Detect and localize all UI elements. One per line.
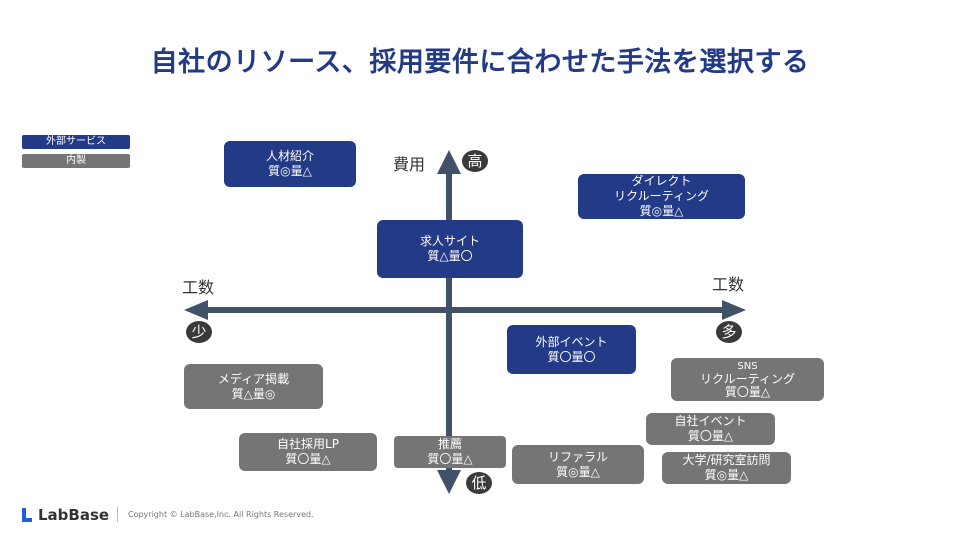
node-suisen: 推薦 質〇量△ <box>394 436 506 468</box>
node-rating: 質〇量△ <box>427 452 473 466</box>
node-title: 自社採用LP <box>277 437 339 451</box>
node-title: 人材紹介 <box>265 149 314 163</box>
labbase-logo-icon <box>22 508 32 522</box>
node-title: 自社イベント <box>674 414 747 428</box>
badge-few: 少 <box>186 321 212 343</box>
node-subtitle: リクルーティング <box>700 372 795 386</box>
node-rating: 質◎量△ <box>639 204 684 218</box>
node-rating: 質〇量〇 <box>547 349 596 364</box>
node-title: リファラル <box>547 449 608 464</box>
node-direct-recruiting: ダイレクト リクルーティング 質◎量△ <box>578 174 745 219</box>
page-title: 自社のリソース、採用要件に合わせた手法を選択する <box>150 47 810 78</box>
node-jisha-event: 自社イベント 質〇量△ <box>646 413 775 445</box>
vertical-axis <box>446 172 452 474</box>
node-jisha-lp: 自社採用LP 質〇量△ <box>239 433 377 471</box>
vertical-axis-label: 費用 <box>393 155 426 174</box>
node-rating: 質〇量△ <box>724 385 771 399</box>
node-title: 求人サイト <box>419 234 480 248</box>
horizontal-axis <box>205 307 727 313</box>
node-rating: 質◎量△ <box>704 468 749 482</box>
node-referral: リファラル 質◎量△ <box>512 445 644 484</box>
horizontal-axis-label-left: 工数 <box>182 278 215 297</box>
node-rating: 質△量〇 <box>427 249 473 263</box>
node-rating: 質◎量△ <box>556 464 600 479</box>
legend-external: 外部サービス <box>22 135 130 149</box>
node-sns-recruiting: SNS リクルーティング 質〇量△ <box>671 358 824 401</box>
node-title: SNS <box>737 361 758 372</box>
node-media: メディア掲載 質△量◎ <box>184 364 323 409</box>
node-title: 推薦 <box>437 437 462 451</box>
copyright-text: Copyright © LabBase,Inc. All Rights Rese… <box>128 510 314 519</box>
axis-arrow-right-icon <box>722 300 746 320</box>
node-title: 外部イベント <box>535 334 608 349</box>
labbase-logo: LabBase <box>22 506 109 524</box>
node-daigaku-homon: 大学/研究室訪問 質◎量△ <box>662 452 791 484</box>
badge-high: 高 <box>462 150 488 172</box>
node-gaibu-event: 外部イベント 質〇量〇 <box>507 325 636 374</box>
node-title: ダイレクト <box>631 174 692 188</box>
axis-arrow-up-icon <box>437 150 461 174</box>
logo-text: LabBase <box>38 506 110 524</box>
node-kyujin-site: 求人サイト 質△量〇 <box>377 220 523 278</box>
node-title: 大学/研究室訪問 <box>682 453 771 467</box>
badge-many: 多 <box>716 321 742 343</box>
axis-arrow-left-icon <box>184 300 208 320</box>
node-title: メディア掲載 <box>217 371 290 386</box>
legend-internal: 内製 <box>22 154 130 168</box>
node-rating: 質〇量△ <box>285 452 331 466</box>
axis-arrow-down-icon <box>437 470 461 494</box>
node-jinzai-shokai: 人材紹介 質◎量△ <box>224 141 356 187</box>
node-rating: 質〇量△ <box>687 429 734 443</box>
badge-low: 低 <box>466 472 492 494</box>
node-rating: 質△量◎ <box>231 386 276 401</box>
horizontal-axis-label-right: 工数 <box>712 275 745 294</box>
node-rating: 質◎量△ <box>268 164 312 178</box>
footer-divider <box>117 507 118 522</box>
node-subtitle: リクルーティング <box>614 189 709 203</box>
